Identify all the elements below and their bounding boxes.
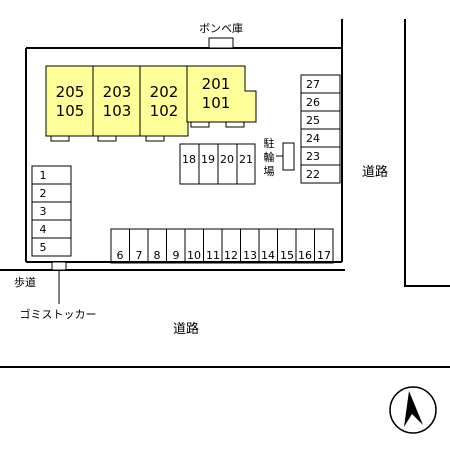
parking-middle-row: 18 19 20 21: [179, 143, 256, 185]
building-201-101: [186, 65, 257, 123]
road-label-bottom: 道路: [173, 321, 199, 337]
parking-number: 25: [306, 114, 320, 127]
parking-number: 2: [40, 187, 47, 200]
building-205-105: [45, 65, 95, 137]
parking-space: [31, 183, 72, 203]
property-boundary: [26, 19, 343, 262]
unit-label-top: 205: [56, 83, 85, 101]
porch-5: [225, 121, 245, 128]
parking-number: 23: [306, 150, 320, 163]
parking-space: [31, 165, 72, 185]
unit-label-top: 201: [202, 75, 231, 93]
parking-number: 7: [136, 249, 143, 262]
building-203-103: [92, 65, 142, 137]
porch-4: [190, 121, 210, 128]
porch-2: [97, 135, 117, 142]
unit-label-top: 203: [103, 83, 132, 101]
parking-number: 8: [154, 249, 161, 262]
parking-left-column: 1 2 3 4 5: [31, 165, 72, 257]
bombe-box: [208, 37, 234, 49]
bike-parking-box: [282, 142, 295, 171]
parking-number: 9: [173, 249, 180, 262]
unit-label-bottom: 105: [56, 102, 85, 120]
parking-right-column: 27 26 25 24 23 22: [300, 74, 341, 184]
parking-space: [31, 219, 72, 239]
parking-number: 3: [40, 205, 47, 218]
building-202-102: [139, 65, 189, 137]
unit-label-bottom: 102: [150, 102, 179, 120]
bike-parking-char: 場: [264, 165, 275, 178]
bike-parking: 駐 輪 場: [264, 136, 295, 178]
parking-number: 5: [40, 241, 47, 254]
bike-parking-char: 駐: [264, 136, 275, 150]
parking-bottom-row: 6 7 8 9 10 11 12 13 14 15 16 17: [110, 228, 334, 264]
road-label-right: 道路: [362, 164, 388, 180]
bike-parking-char: 輪: [264, 150, 275, 164]
sidewalk-label: 歩道: [14, 275, 36, 289]
parking-number: 18: [182, 153, 196, 166]
parking-number: 12: [224, 249, 238, 262]
parking-space: [31, 237, 72, 257]
north-arrow-icon: [389, 386, 437, 434]
parking-number: 13: [243, 249, 257, 262]
porch-1: [50, 135, 70, 142]
building-group: 205 105 203 103 202 102 201 101: [45, 65, 257, 142]
parking-number: 11: [206, 249, 220, 262]
parking-space: [300, 164, 341, 184]
unit-label-top: 202: [150, 83, 179, 101]
parking-number: 17: [317, 249, 331, 262]
bombe-label: ボンベ庫: [199, 21, 243, 35]
parking-number: 4: [40, 223, 47, 236]
unit-label-bottom: 101: [202, 94, 231, 112]
parking-number: 21: [239, 153, 253, 166]
parking-space: [31, 201, 72, 221]
parking-number: 14: [261, 249, 275, 262]
porch-3: [145, 135, 165, 142]
garbage-box: [51, 261, 67, 271]
parking-number: 15: [280, 249, 294, 262]
parking-number: 20: [220, 153, 234, 166]
garbage-label: ゴミストッカー: [20, 307, 97, 321]
parking-number: 16: [298, 249, 312, 262]
parking-number: 27: [306, 78, 320, 91]
road-right-edge: [404, 19, 450, 287]
parking-number: 24: [306, 132, 320, 145]
parking-number: 1: [40, 169, 47, 182]
parking-number: 26: [306, 96, 320, 109]
parking-number: 10: [187, 249, 201, 262]
unit-label-bottom: 103: [103, 102, 132, 120]
parking-number: 19: [201, 153, 215, 166]
parking-number: 6: [117, 249, 124, 262]
parking-number: 22: [306, 168, 320, 181]
